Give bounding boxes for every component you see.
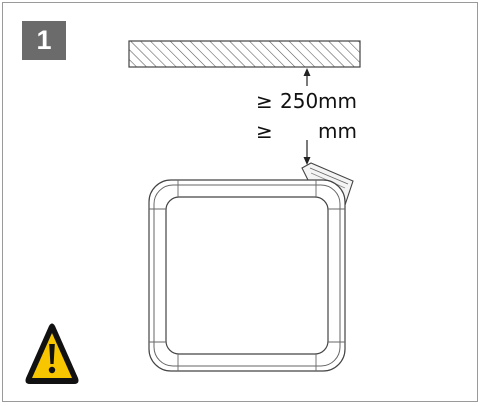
step-number-badge: 1: [22, 21, 66, 60]
device-front-icon: [148, 179, 346, 372]
side-clearance-symbol: ≥: [256, 119, 273, 143]
ceiling-hatch-icon: [128, 40, 361, 68]
top-clearance-value: 250: [280, 89, 319, 113]
warning-triangle-icon: [25, 323, 79, 384]
top-clearance-symbol: ≥: [256, 89, 273, 113]
top-clearance-unit: mm: [318, 89, 357, 113]
top-clearance-arrow: [303, 68, 311, 86]
side-clearance-arrow: [303, 140, 311, 165]
side-clearance-unit: mm: [318, 119, 357, 143]
